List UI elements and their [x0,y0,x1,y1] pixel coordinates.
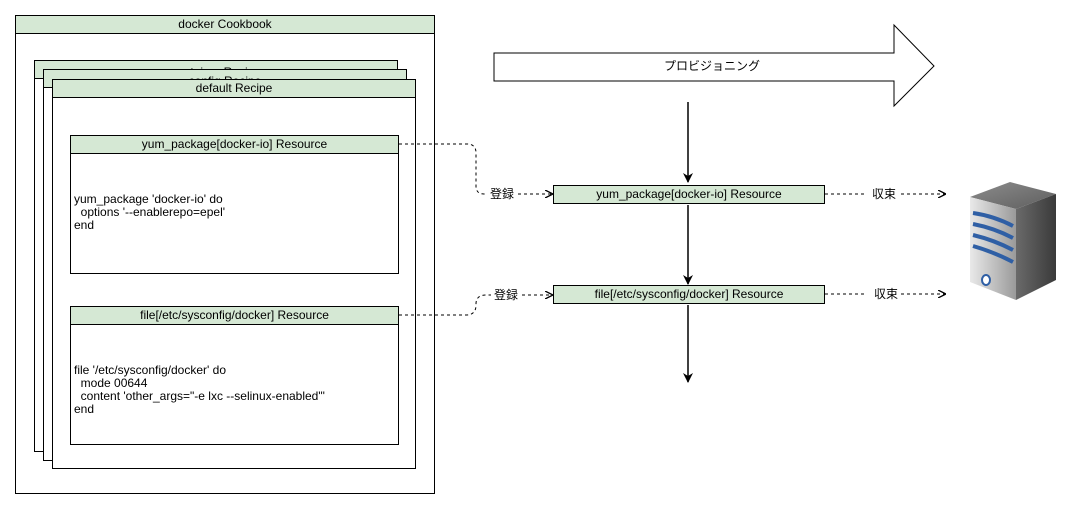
file-resource-title: file[/etc/sysconfig/docker] Resource [71,307,398,325]
register-label-2: 登録 [494,288,519,302]
provisioning-label: プロビジョニング [664,59,761,73]
yum-resource-title: yum_package[docker-io] Resource [71,136,398,154]
register-connector-1 [399,143,487,195]
default-recipe-title: default Recipe [53,80,415,98]
register-label-1: 登録 [490,187,515,201]
file-resource-code: file '/etc/sysconfig/docker' do mode 006… [74,363,325,416]
register-connector-2 [399,294,491,316]
converge-label-1: 収束 [872,187,897,201]
provision-yum-resource: yum_package[docker-io] Resource [553,185,825,204]
yum-resource-code: yum_package 'docker-io' do options '--en… [74,192,226,232]
file-resource-box: file[/etc/sysconfig/docker] Resource fil… [70,306,399,445]
provisioning-arrow [493,23,935,108]
server-icon [970,182,1060,305]
provision-file-resource: file[/etc/sysconfig/docker] Resource [553,285,825,304]
cookbook-title: docker Cookbook [16,16,434,34]
yum-resource-box: yum_package[docker-io] Resource yum_pack… [70,135,399,274]
converge-label-2: 収束 [874,287,899,301]
